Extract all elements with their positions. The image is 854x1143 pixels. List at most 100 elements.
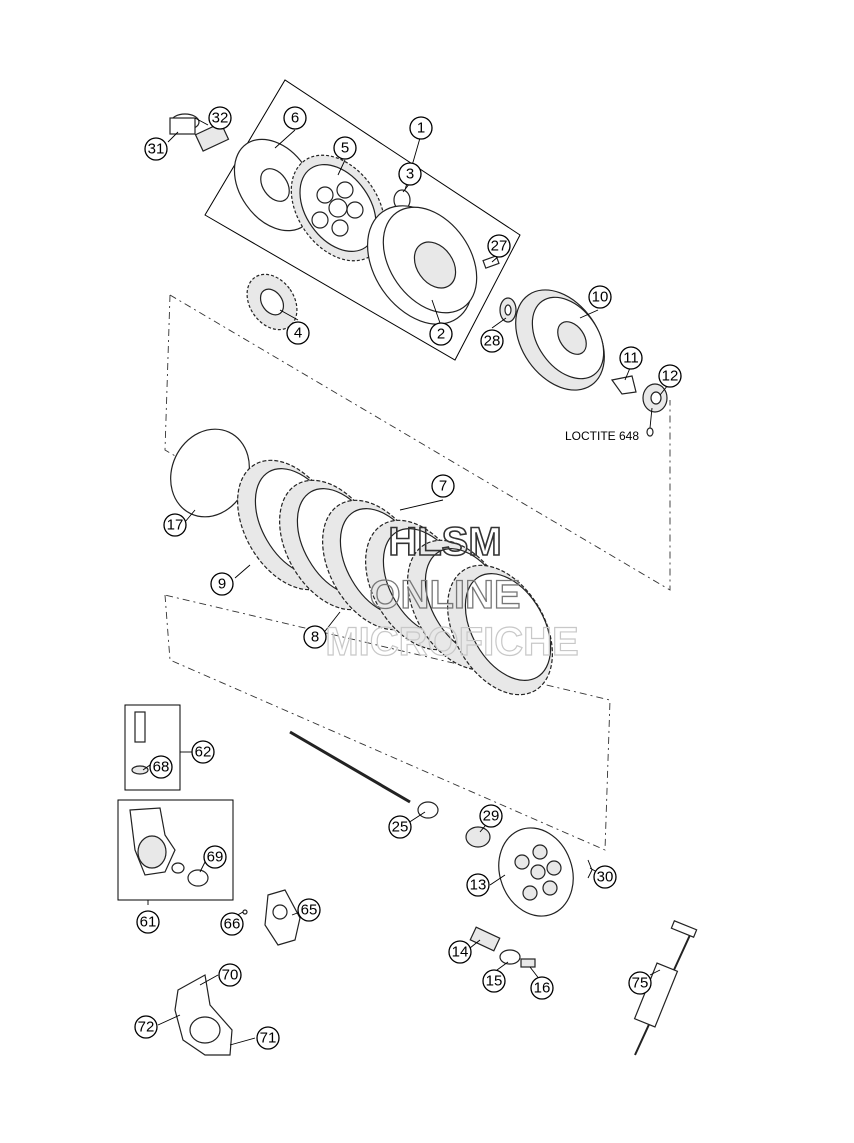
svg-text:5: 5: [341, 140, 349, 157]
svg-text:MICROFICHE: MICROFICHE: [325, 620, 578, 664]
callout-29: 29: [479, 804, 503, 828]
svg-text:12: 12: [662, 368, 679, 385]
callout-8: 8: [303, 625, 327, 649]
needle-bearing-part: [194, 122, 230, 152]
callout-15: 15: [482, 969, 506, 993]
svg-text:28: 28: [484, 333, 501, 350]
svg-text:16: 16: [534, 980, 551, 997]
svg-text:17: 17: [167, 517, 184, 534]
svg-text:71: 71: [260, 1030, 277, 1047]
svg-text:66: 66: [224, 916, 241, 933]
callout-70: 70: [218, 963, 242, 987]
callout-28: 28: [480, 329, 504, 353]
primary-driven-gear-part: [290, 154, 386, 262]
gasket-part: [264, 889, 301, 946]
bushing-part: [169, 113, 200, 135]
part-62-box: [124, 704, 181, 791]
spring-washer-part: [499, 949, 521, 965]
callout-27: 27: [487, 234, 511, 258]
svg-text:9: 9: [218, 576, 226, 593]
svg-text:HLSM: HLSM: [388, 520, 501, 564]
callout-30: 30: [593, 865, 617, 889]
svg-text:69: 69: [207, 849, 224, 866]
svg-text:ONLINE: ONLINE: [369, 573, 520, 617]
pressure-plate-dashed-frame: [164, 594, 611, 851]
svg-text:2: 2: [437, 326, 445, 343]
callout-32: 32: [208, 106, 232, 130]
callout-14: 14: [448, 940, 472, 964]
callout-9: 9: [210, 572, 234, 596]
clutch-bleed-screw-part: [131, 711, 149, 775]
callout-25: 25: [388, 815, 412, 839]
svg-text:31: 31: [148, 141, 165, 158]
callout-65: 65: [297, 898, 321, 922]
callout-2: 2: [429, 322, 453, 346]
svg-text:3: 3: [406, 166, 414, 183]
push-rod-part: [289, 730, 439, 819]
svg-text:11: 11: [623, 350, 639, 367]
svg-text:62: 62: [195, 744, 212, 761]
callout-13: 13: [466, 873, 490, 897]
pressure-cap-part: [465, 826, 491, 848]
thrust-washer-part: [499, 297, 517, 323]
svg-text:10: 10: [592, 289, 609, 306]
callout-10: 10: [588, 285, 612, 309]
clutch-basket-part: [366, 205, 478, 325]
callout-1: 1: [409, 116, 433, 140]
svg-text:1: 1: [417, 120, 425, 137]
callout-62: 62: [191, 740, 215, 764]
callout-71: 71: [256, 1026, 280, 1050]
callout-16: 16: [530, 976, 554, 1000]
svg-text:27: 27: [491, 238, 508, 255]
svg-text:13: 13: [470, 877, 487, 894]
callout-68: 68: [149, 755, 173, 779]
inner-clutch-hub-part: [515, 289, 605, 391]
callout-3: 3: [398, 162, 422, 186]
spring-bolt-part: [520, 958, 536, 968]
gear-part: [246, 273, 298, 331]
callout-4: 4: [286, 321, 310, 345]
callout-11: 11: [619, 346, 643, 370]
svg-text:25: 25: [392, 819, 409, 836]
svg-text:4: 4: [294, 325, 302, 342]
loctite-note: LOCTITE 648: [565, 429, 639, 443]
svg-text:75: 75: [632, 975, 649, 992]
part-61-box: [117, 799, 234, 901]
svg-text:70: 70: [222, 967, 239, 984]
clutch-basket-group-frame: [204, 79, 521, 361]
clutch-disc-pack: [237, 459, 553, 696]
callout-6: 6: [283, 106, 307, 130]
clutch-slave-cylinder-part: [129, 807, 209, 887]
callout-75: 75: [628, 971, 652, 995]
svg-text:72: 72: [138, 1019, 155, 1036]
svg-text:15: 15: [486, 973, 503, 990]
retaining-clip-part: [587, 859, 593, 879]
hub-nut-part: [642, 383, 668, 413]
clutch-spring-part: [469, 926, 501, 952]
clutch-cover-gasket-part: [174, 974, 233, 1056]
svg-text:14: 14: [452, 944, 469, 961]
callout-12: 12: [658, 364, 682, 388]
svg-text:29: 29: [483, 808, 500, 825]
disc-pack-dashed-frame-right: [169, 294, 671, 591]
pressure-plate-part: [498, 827, 574, 917]
callout-31: 31: [144, 137, 168, 161]
callout-5: 5: [333, 136, 357, 160]
svg-text:68: 68: [153, 759, 170, 776]
svg-text:32: 32: [212, 110, 229, 127]
lock-washer-part: [610, 375, 637, 395]
callout-69: 69: [203, 845, 227, 869]
svg-text:8: 8: [311, 629, 319, 646]
o-ring-small-part: [242, 909, 248, 915]
callout-66: 66: [220, 912, 244, 936]
disc-pack-dashed-frame-upper: [164, 294, 251, 501]
callout-7: 7: [431, 474, 455, 498]
watermark: HLSM ONLINE MICROFICHE: [325, 519, 580, 664]
svg-text:7: 7: [439, 478, 447, 495]
svg-text:30: 30: [597, 869, 614, 886]
callout-17: 17: [163, 513, 187, 537]
svg-text:65: 65: [301, 902, 318, 919]
callout-61: 61: [136, 910, 160, 934]
svg-text:61: 61: [140, 914, 157, 931]
